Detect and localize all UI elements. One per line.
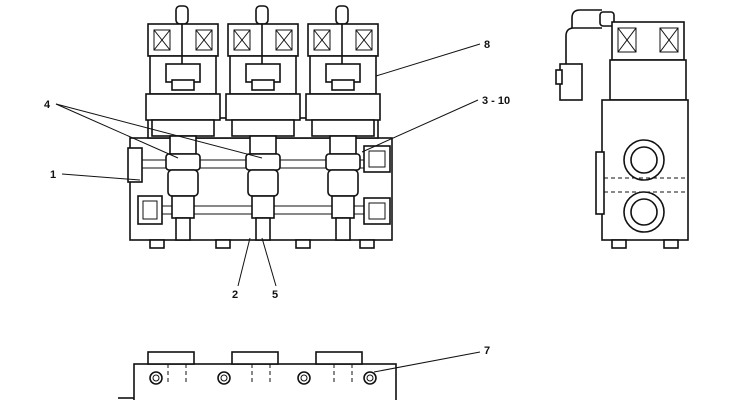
leader-lines bbox=[55, 43, 481, 373]
callout-8: 8 bbox=[484, 39, 490, 51]
callout-2: 2 bbox=[232, 289, 238, 301]
solenoid-stack-left bbox=[145, 5, 221, 241]
callout-1: 1 bbox=[50, 169, 56, 181]
valve-bottom-view bbox=[118, 351, 397, 405]
callout-4: 4 bbox=[44, 99, 51, 111]
solenoid-stack-middle bbox=[225, 5, 301, 241]
callout-3-10: 3 - 10 bbox=[482, 95, 510, 107]
valve-side-view bbox=[555, 9, 689, 249]
solenoid-stack-right bbox=[305, 5, 381, 241]
callout-5: 5 bbox=[272, 289, 278, 301]
callout-7: 7 bbox=[484, 345, 490, 357]
